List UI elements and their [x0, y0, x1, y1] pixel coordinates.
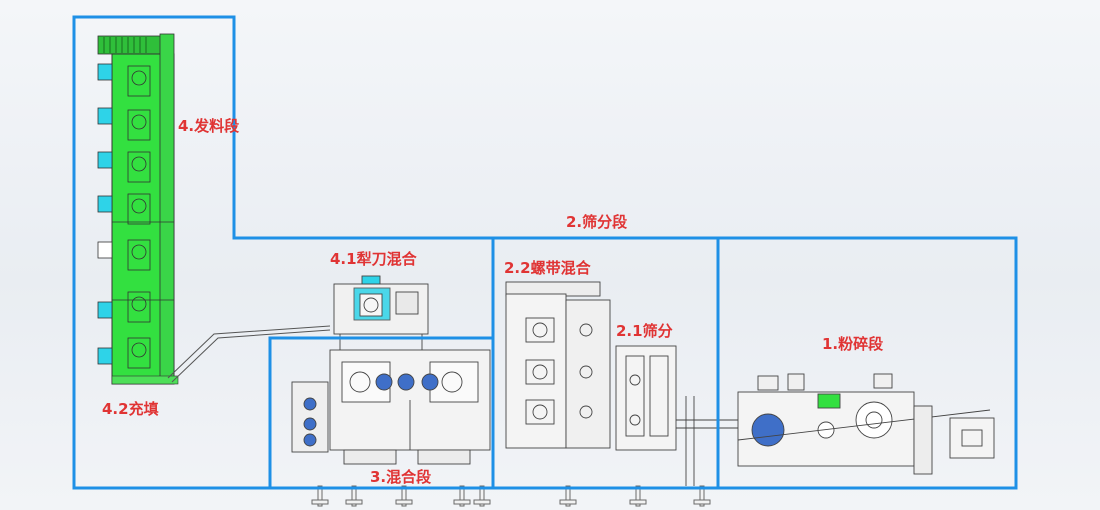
ground-supports — [311, 485, 711, 507]
label-plough-mixing: 4.1犁刀混合 — [330, 250, 417, 268]
crushing-machinery — [737, 373, 995, 475]
frame-dispatch-section — [72, 15, 1018, 490]
label-screening-section: 2.筛分段 — [566, 213, 628, 231]
label-crushing-section: 1.粉碎段 — [822, 335, 884, 353]
dispatch-tower — [97, 33, 179, 385]
transfer-pipe — [167, 325, 331, 383]
label-ribbon-mixing: 2.2螺带混合 — [504, 259, 591, 277]
label-screening: 2.1筛分 — [616, 322, 673, 340]
plough-mixer — [333, 275, 429, 350]
mixing-machinery — [291, 349, 491, 465]
label-filling: 4.2充填 — [102, 400, 159, 418]
label-mixing-section: 3.混合段 — [370, 468, 432, 486]
screening-unit — [615, 345, 740, 486]
ribbon-mixer — [505, 281, 611, 449]
section-frames — [72, 15, 1018, 490]
label-dispatch-section: 4.发料段 — [178, 117, 240, 135]
